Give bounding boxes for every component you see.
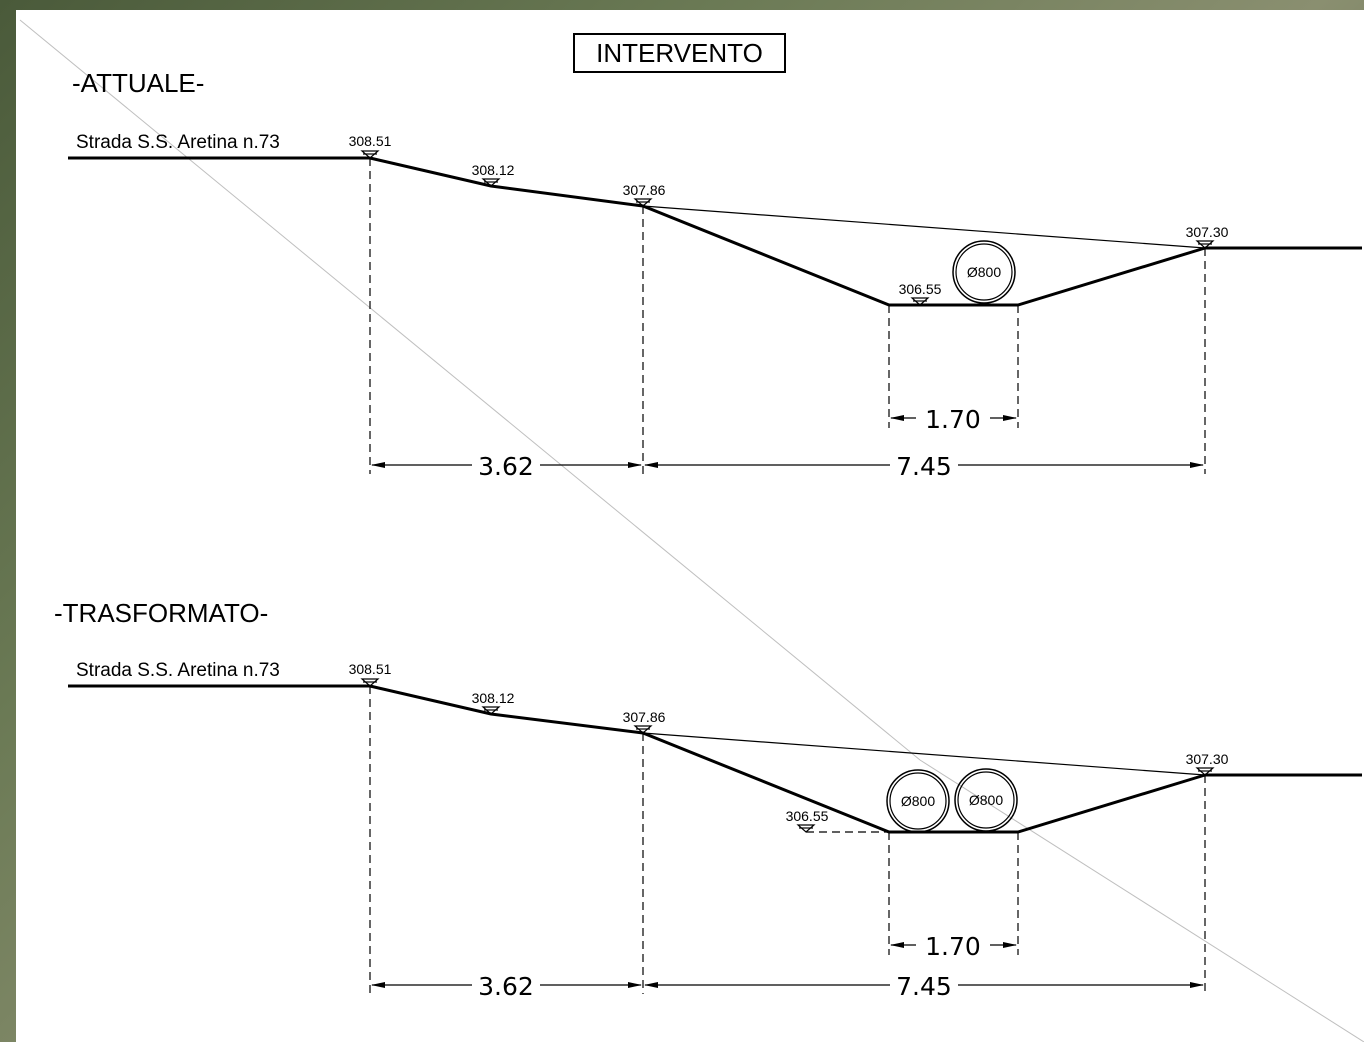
section-heading: -TRASFORMATO- (54, 598, 268, 628)
pipe-circle: Ø800 (886, 769, 950, 833)
dimension-left-span: 3.62 (371, 452, 642, 481)
elevation-label: 307.30 (1186, 224, 1229, 240)
elevation-label: 308.12 (472, 162, 515, 178)
elevation-marker: 308.51 (349, 133, 392, 159)
elevation-marker: 307.86 (623, 709, 666, 734)
pipe-label: Ø800 (969, 792, 1003, 808)
dimension-label: 7.45 (896, 452, 952, 481)
section-attuale: -ATTUALE- Strada S.S. Aretina n.73 308.5… (68, 68, 1362, 481)
elevation-label: 306.55 (899, 281, 942, 297)
dimension-label: 3.62 (478, 972, 534, 1001)
dimension-right-span: 7.45 (644, 972, 1204, 1001)
elevation-label: 307.86 (623, 182, 666, 198)
elevation-marker: 307.30 (1186, 751, 1229, 776)
terrain-profile (369, 156, 1206, 307)
elevation-marker: 307.86 (623, 182, 666, 207)
section-heading: -ATTUALE- (72, 68, 204, 98)
elevation-marker: 308.12 (472, 162, 515, 187)
elevation-marker: 307.30 (1186, 224, 1229, 249)
title-box (573, 33, 786, 73)
dimension-right-span: 7.45 (644, 452, 1204, 481)
terrain-profile (369, 684, 1206, 834)
drawing-title: INTERVENTO (596, 38, 763, 68)
dimension-bottom-width: 1.70 (890, 405, 1017, 434)
road-label: Strada S.S. Aretina n.73 (76, 660, 280, 681)
elevation-label: 308.51 (349, 133, 392, 149)
dimension-bottom-width: 1.70 (890, 932, 1017, 961)
dimension-label: 7.45 (896, 972, 952, 1001)
pipe-circle: Ø800 (954, 768, 1018, 832)
elevation-marker: 306.55 (786, 808, 829, 833)
elevation-label: 307.86 (623, 709, 666, 725)
elevation-marker: 308.12 (472, 690, 515, 715)
elevation-marker: 306.55 (899, 281, 942, 306)
background-diagonal-line (19, 19, 921, 761)
reference-line (642, 205, 1206, 249)
elevation-label: 308.51 (349, 661, 392, 677)
dimension-left-span: 3.62 (371, 972, 642, 1001)
dimension-label: 1.70 (925, 932, 981, 961)
elevation-label: 308.12 (472, 690, 515, 706)
road-label: Strada S.S. Aretina n.73 (76, 132, 280, 153)
pipe-label: Ø800 (967, 264, 1001, 280)
pipe-circle: Ø800 (952, 240, 1016, 304)
elevation-marker: 308.51 (349, 661, 392, 687)
dimension-label: 3.62 (478, 452, 534, 481)
drawing-sheet (16, 10, 1364, 1042)
background-diagonal-line (919, 759, 1364, 1042)
elevation-label: 307.30 (1186, 751, 1229, 767)
dimension-label: 1.70 (925, 405, 981, 434)
section-trasformato: -TRASFORMATO- Strada S.S. Aretina n.73 3… (54, 598, 1362, 1001)
elevation-label: 306.55 (786, 808, 829, 824)
reference-line (642, 732, 1206, 776)
pipe-label: Ø800 (901, 793, 935, 809)
